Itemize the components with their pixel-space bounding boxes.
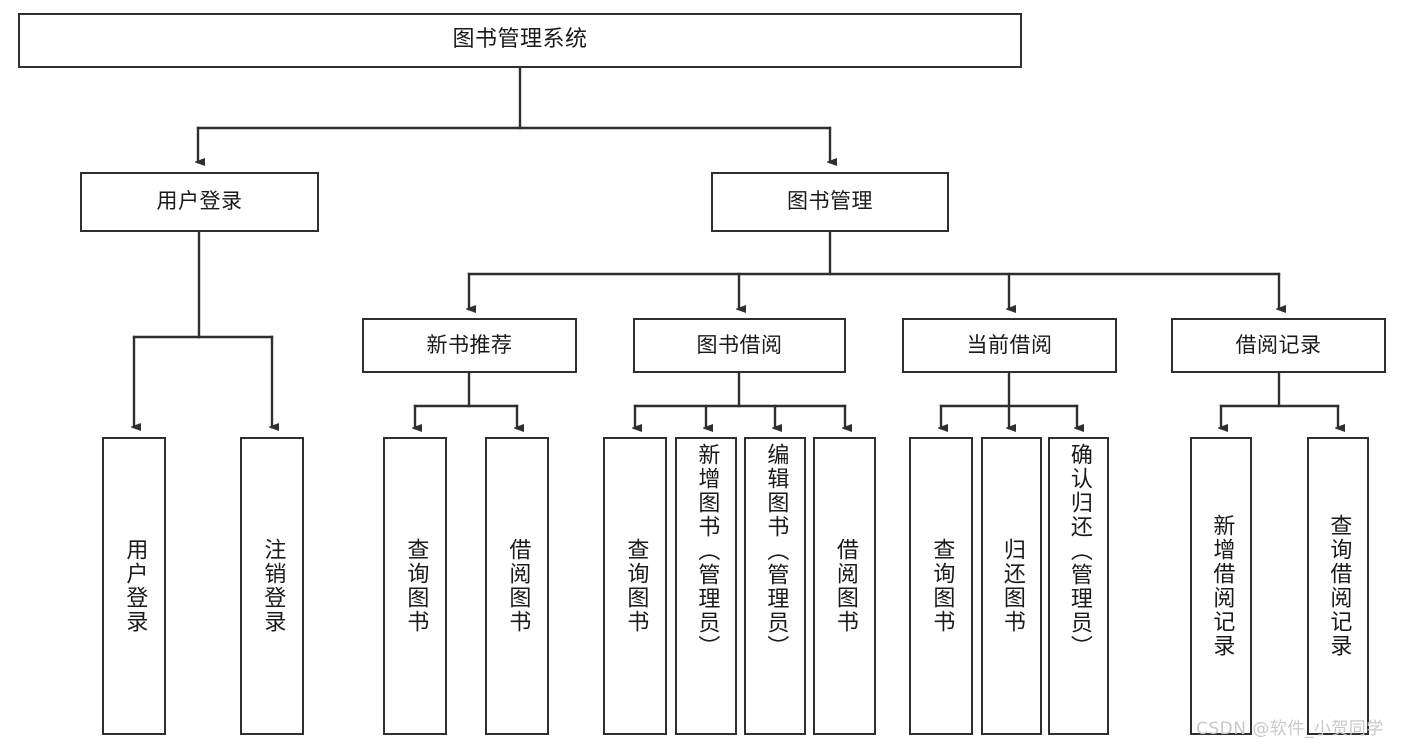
node-book-borrow-label: 图书借阅 (696, 332, 783, 357)
node-leaf-query-book-2-label: 查询图书 (623, 538, 649, 634)
node-leaf-user-logout-label: 注销登录 (260, 538, 286, 634)
node-root-label: 图书管理系统 (452, 27, 588, 53)
node-leaf-borrow-book-2-label: 借阅图书 (832, 538, 858, 634)
node-leaf-query-book-2[interactable]: 查询图书 (603, 437, 667, 735)
node-leaf-query-book-1-label: 查询图书 (403, 538, 429, 634)
node-leaf-borrow-book-1[interactable]: 借阅图书 (485, 437, 549, 735)
node-book-manage[interactable]: 图书管理 (711, 172, 949, 232)
node-leaf-add-record-label: 新增借阅记录 (1209, 514, 1235, 658)
node-leaf-add-book[interactable]: 新增图书（管理员） (675, 437, 737, 735)
node-leaf-confirm-return-label: 确认归还（管理员） (1066, 443, 1092, 659)
node-leaf-confirm-return[interactable]: 确认归还（管理员） (1048, 437, 1109, 735)
node-book-manage-label: 图书管理 (787, 189, 873, 214)
node-leaf-borrow-book-2[interactable]: 借阅图书 (813, 437, 876, 735)
node-leaf-add-book-label: 新增图书（管理员） (694, 443, 720, 659)
node-borrow-record-label: 借阅记录 (1235, 332, 1322, 357)
node-new-book-recommend-label: 新书推荐 (426, 332, 513, 357)
node-current-borrow[interactable]: 当前借阅 (902, 318, 1117, 373)
node-new-book-recommend[interactable]: 新书推荐 (362, 318, 577, 373)
node-book-borrow[interactable]: 图书借阅 (633, 318, 846, 373)
node-leaf-query-book-3-label: 查询图书 (929, 538, 955, 634)
node-root[interactable]: 图书管理系统 (18, 13, 1022, 68)
node-leaf-user-logout[interactable]: 注销登录 (240, 437, 304, 735)
node-leaf-query-record[interactable]: 查询借阅记录 (1307, 437, 1369, 735)
node-leaf-query-book-1[interactable]: 查询图书 (383, 437, 447, 735)
node-leaf-query-record-label: 查询借阅记录 (1326, 514, 1352, 658)
node-user-login-label: 用户登录 (156, 189, 243, 214)
node-leaf-edit-book[interactable]: 编辑图书（管理员） (744, 437, 806, 735)
node-leaf-user-login[interactable]: 用户登录 (102, 437, 166, 735)
node-borrow-record[interactable]: 借阅记录 (1171, 318, 1386, 373)
node-leaf-query-book-3[interactable]: 查询图书 (909, 437, 973, 735)
node-user-login[interactable]: 用户登录 (80, 172, 319, 232)
node-leaf-borrow-book-1-label: 借阅图书 (505, 538, 531, 634)
csdn-watermark: CSDN @软件_小贺同学 (1196, 719, 1384, 739)
node-leaf-add-record[interactable]: 新增借阅记录 (1190, 437, 1252, 735)
node-leaf-user-login-label: 用户登录 (122, 538, 148, 634)
node-current-borrow-label: 当前借阅 (966, 332, 1053, 357)
node-leaf-edit-book-label: 编辑图书（管理员） (763, 443, 789, 659)
node-leaf-return-book-label: 归还图书 (999, 538, 1025, 634)
node-leaf-return-book[interactable]: 归还图书 (981, 437, 1042, 735)
